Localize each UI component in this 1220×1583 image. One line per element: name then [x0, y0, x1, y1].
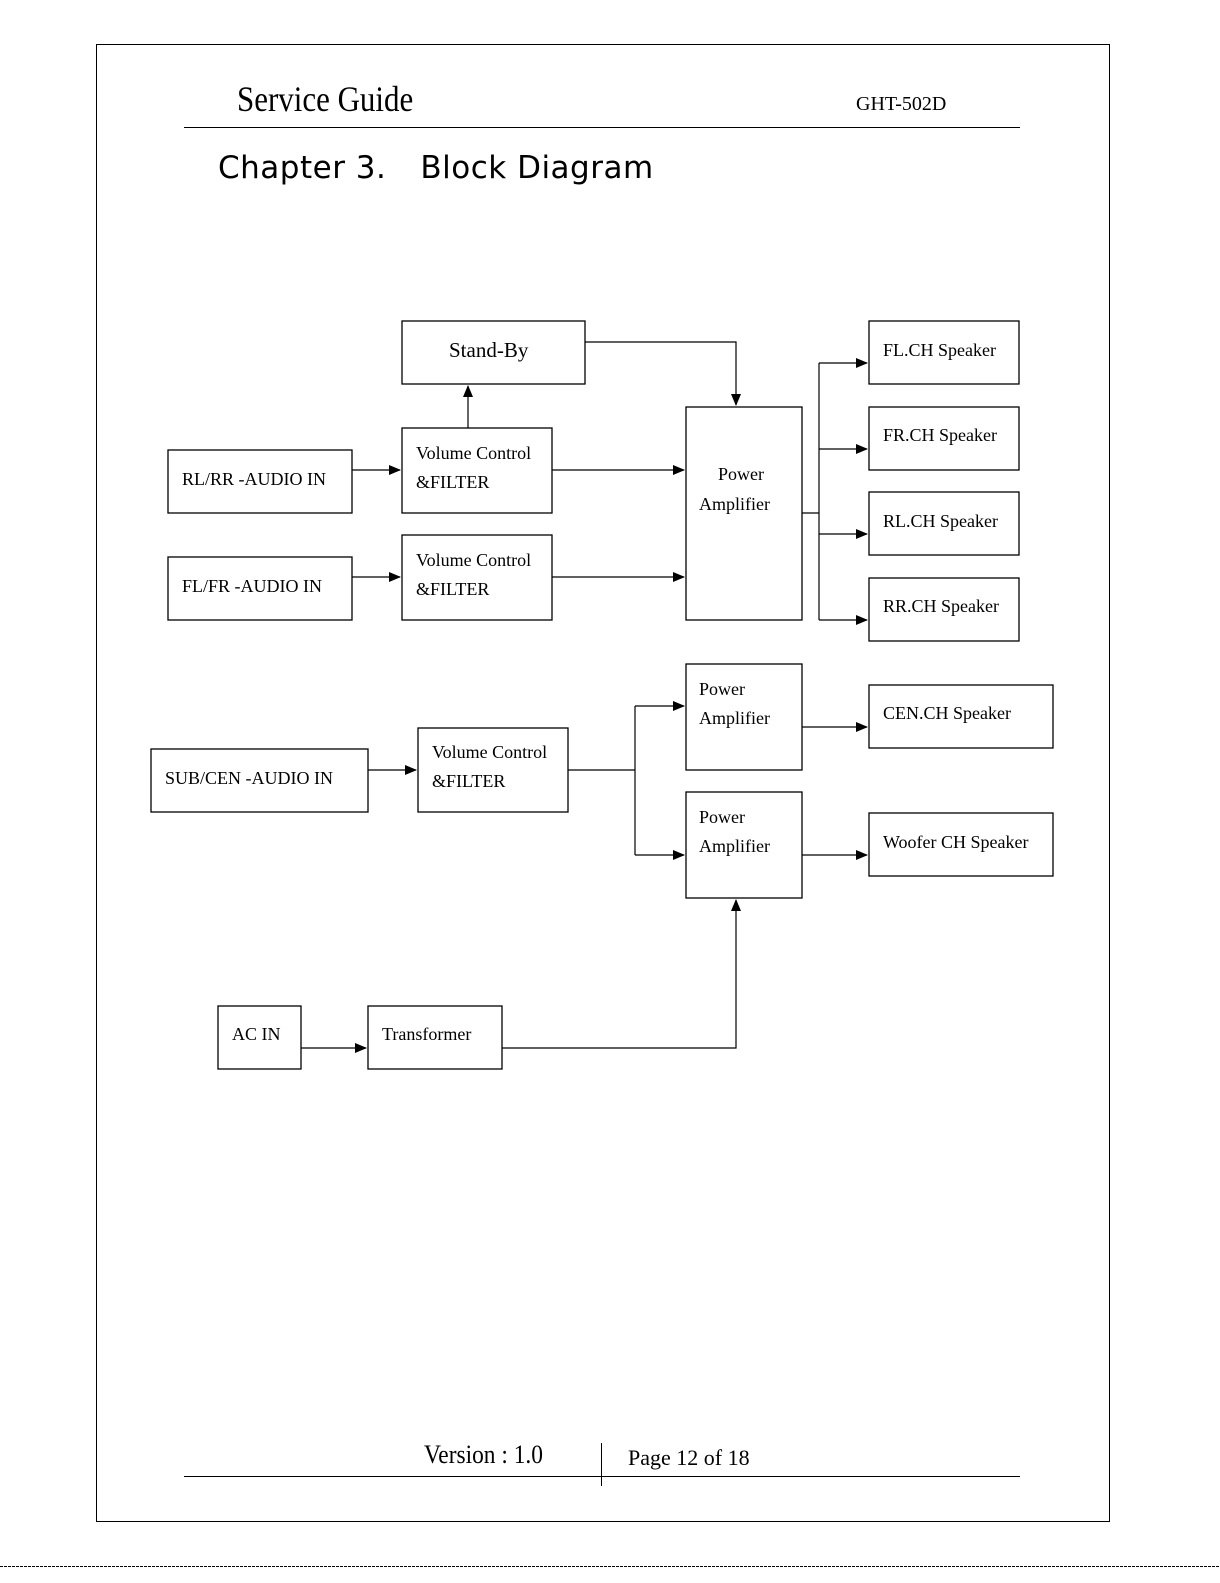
block-standby: Stand-By [401, 320, 586, 385]
block-rl-speaker: RL.CH Speaker [868, 491, 1020, 556]
block-fr-speaker-label: FR.CH Speaker [883, 425, 997, 445]
block-ac-in: AC IN [217, 1005, 302, 1070]
block-volume-filter-2-line1: Volume Control [416, 550, 531, 570]
block-power-amplifier-woofer: Power Amplifier [685, 791, 803, 899]
block-power-amplifier-woofer-line2: Amplifier [699, 836, 770, 856]
block-power-amplifier-main-line1: Power [718, 464, 764, 484]
block-power-amplifier-cen-line2: Amplifier [699, 708, 770, 728]
block-rr-speaker: RR.CH Speaker [868, 577, 1020, 642]
footer-page-number: Page 12 of 18 [628, 1445, 750, 1470]
block-power-amplifier-main: Power Amplifier [685, 406, 803, 621]
block-volume-filter-1: Volume Control &FILTER [401, 427, 553, 514]
block-volume-filter-2: Volume Control &FILTER [401, 534, 553, 621]
block-cen-speaker: CEN.CH Speaker [868, 684, 1054, 749]
block-sub-cen-audio-in-label: SUB/CEN -AUDIO IN [165, 768, 333, 788]
block-fr-speaker: FR.CH Speaker [868, 406, 1020, 471]
block-volume-filter-3-line2: &FILTER [432, 771, 505, 791]
arrow-standby-to-power-amplifier [585, 341, 741, 406]
block-rl-rr-audio-in-label: RL/RR -AUDIO IN [182, 469, 326, 489]
footer-version: Version : 1.0 [424, 1440, 543, 1469]
arrow-transformer-to-power-amplifier [502, 899, 741, 1049]
block-volume-filter-2-line2: &FILTER [416, 579, 489, 599]
block-power-amplifier-cen-line1: Power [699, 679, 745, 699]
block-rl-rr-audio-in: RL/RR -AUDIO IN [167, 449, 353, 514]
block-fl-speaker-label: FL.CH Speaker [883, 340, 996, 360]
footer-rule [184, 1476, 1020, 1477]
block-woofer-speaker: Woofer CH Speaker [868, 812, 1054, 877]
block-standby-label: Stand-By [449, 338, 529, 362]
page-frame [96, 44, 1110, 1522]
block-power-amplifier-cen: Power Amplifier [685, 663, 803, 771]
block-ac-in-label: AC IN [232, 1024, 281, 1044]
block-power-amplifier-main-line2: Amplifier [699, 494, 770, 514]
block-fl-speaker: FL.CH Speaker [868, 320, 1020, 385]
header-title: Service Guide [237, 79, 414, 119]
block-power-amplifier-woofer-line1: Power [699, 807, 745, 827]
block-volume-filter-3: Volume Control &FILTER [417, 727, 569, 813]
block-fl-fr-audio-in: FL/FR -AUDIO IN [167, 556, 353, 621]
chapter-number: Chapter 3. [218, 150, 387, 186]
block-cen-speaker-label: CEN.CH Speaker [883, 703, 1011, 723]
block-sub-cen-audio-in: SUB/CEN -AUDIO IN [150, 748, 369, 813]
power-amplifier-output-bus [802, 363, 820, 620]
block-volume-filter-1-line1: Volume Control [416, 443, 531, 463]
block-fl-fr-audio-in-label: FL/FR -AUDIO IN [182, 576, 322, 596]
block-woofer-speaker-label: Woofer CH Speaker [883, 832, 1029, 852]
header-rule [184, 127, 1020, 128]
footer-divider [601, 1443, 602, 1486]
block-transformer: Transformer [367, 1005, 503, 1070]
chapter-heading: Chapter 3. Block Diagram [218, 150, 654, 186]
volume-filter-3-output-bus [568, 706, 636, 855]
block-rl-speaker-label: RL.CH Speaker [883, 511, 998, 531]
chapter-title: Block Diagram [420, 150, 654, 186]
bottom-edge-line [0, 1566, 1220, 1567]
block-volume-filter-1-line2: &FILTER [416, 472, 489, 492]
block-volume-filter-3-line1: Volume Control [432, 742, 547, 762]
block-transformer-label: Transformer [382, 1024, 471, 1044]
block-rr-speaker-label: RR.CH Speaker [883, 596, 999, 616]
header-model: GHT-502D [856, 93, 947, 115]
